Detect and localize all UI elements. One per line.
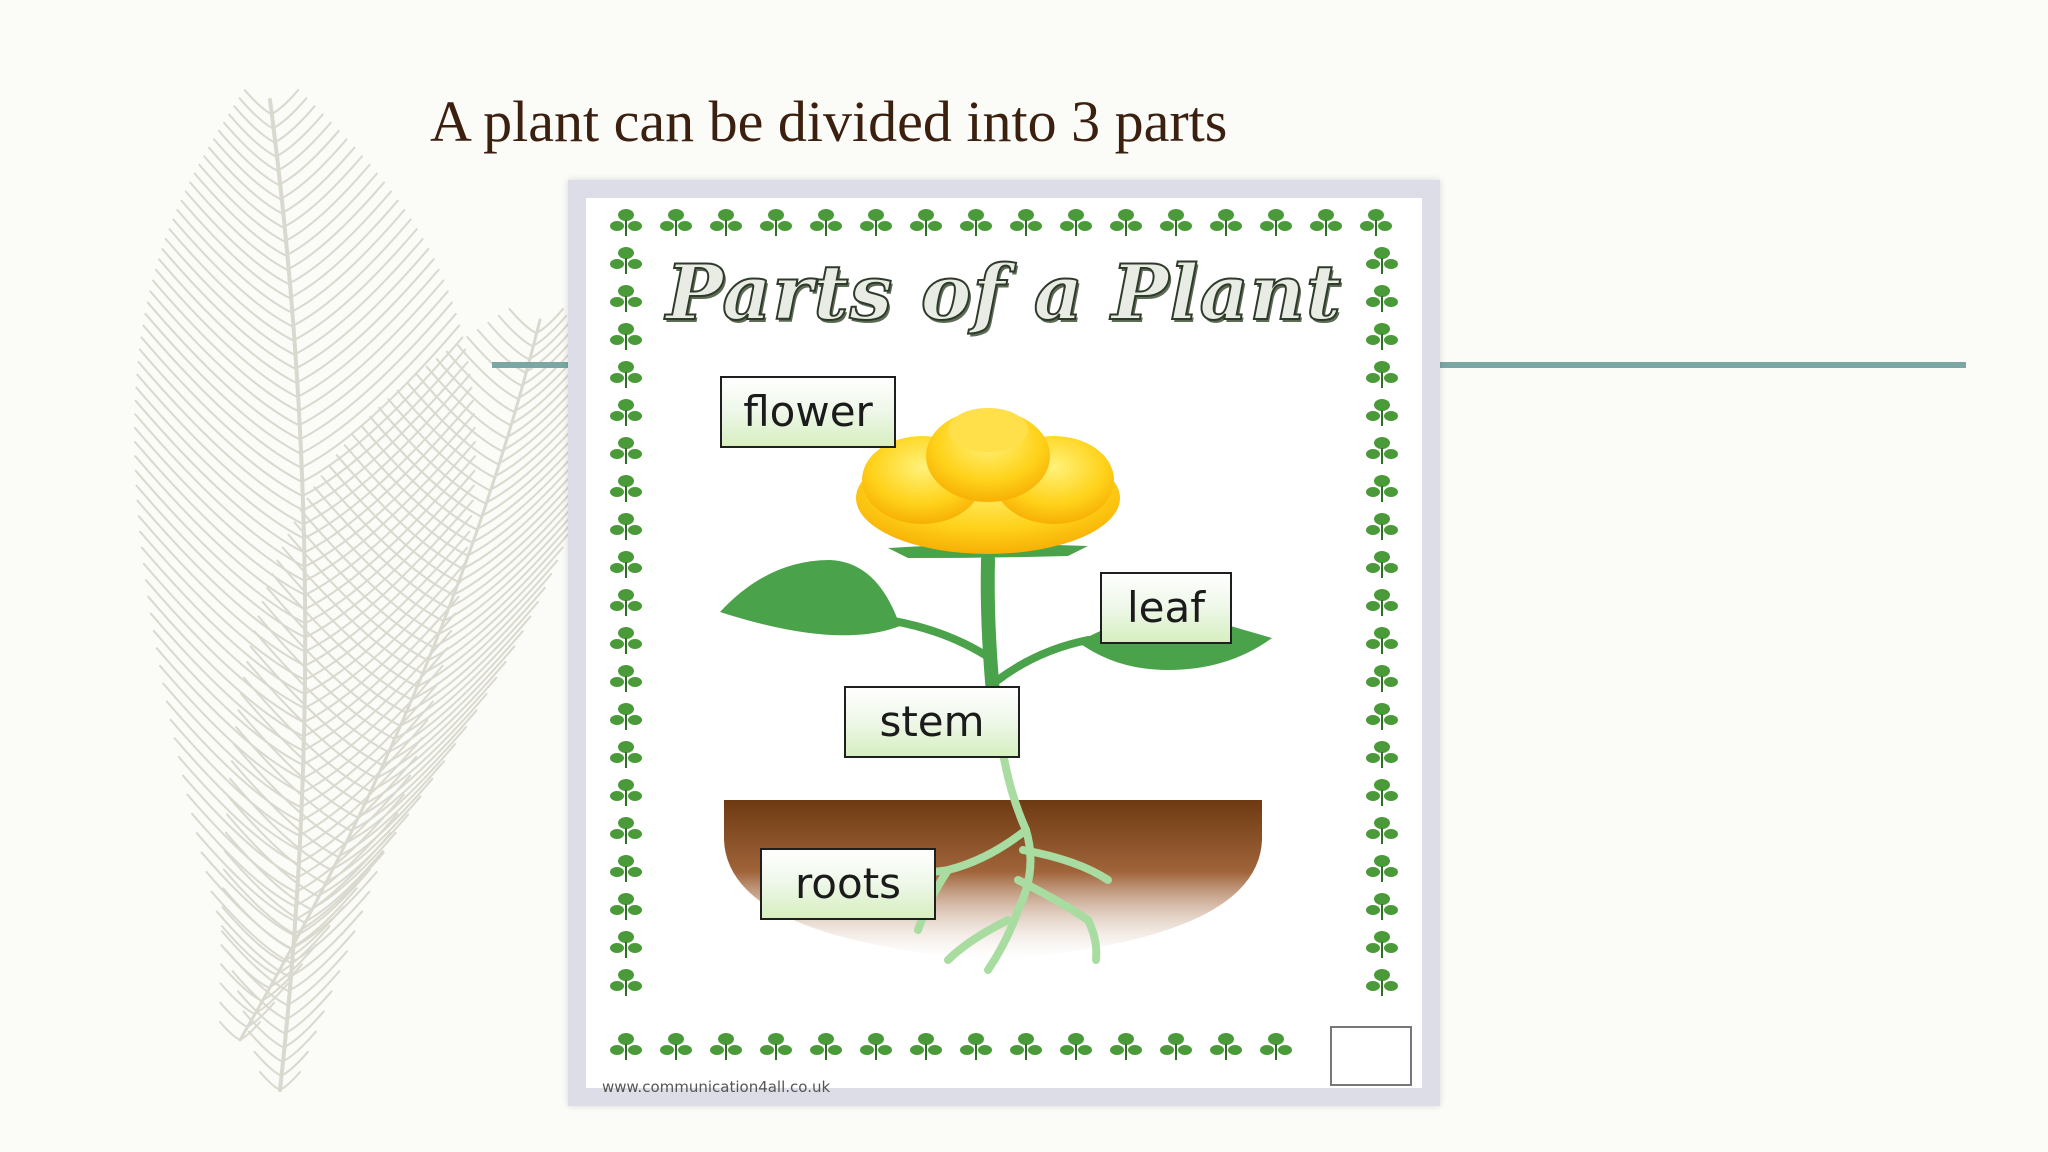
leaf-left-shape bbox=[720, 560, 900, 636]
border-leaf-icon bbox=[810, 1033, 842, 1060]
border-leaf-icon bbox=[1310, 209, 1342, 236]
border-leaf-icon bbox=[1010, 1033, 1042, 1060]
border-leaf-icon bbox=[1366, 399, 1398, 426]
slide-title: A plant can be divided into 3 parts bbox=[430, 89, 1228, 154]
border-leaf-icon bbox=[610, 779, 642, 806]
border-leaf-icon bbox=[610, 627, 642, 654]
border-leaf-icon bbox=[610, 323, 642, 350]
border-leaf-icon bbox=[1010, 209, 1042, 236]
border-leaf-icon bbox=[1366, 247, 1398, 274]
leaf-border-icon bbox=[610, 209, 1398, 1060]
accent-rule-right bbox=[1438, 362, 1966, 368]
label-flower: flower bbox=[720, 376, 896, 448]
border-leaf-icon bbox=[610, 437, 642, 464]
border-leaf-icon bbox=[910, 209, 942, 236]
border-leaf-icon bbox=[610, 817, 642, 844]
border-leaf-icon bbox=[1366, 779, 1398, 806]
label-stem: stem bbox=[844, 686, 1020, 758]
border-leaf-icon bbox=[610, 209, 642, 236]
border-leaf-icon bbox=[1060, 209, 1092, 236]
border-leaf-icon bbox=[1060, 1033, 1092, 1060]
border-leaf-icon bbox=[610, 931, 642, 958]
border-leaf-icon bbox=[610, 969, 642, 996]
border-leaf-icon bbox=[610, 893, 642, 920]
border-leaf-icon bbox=[710, 1033, 742, 1060]
border-leaf-icon bbox=[760, 209, 792, 236]
border-leaf-icon bbox=[1366, 513, 1398, 540]
border-leaf-icon bbox=[1366, 285, 1398, 312]
border-leaf-icon bbox=[1366, 475, 1398, 502]
parts-of-plant-poster: Parts of a Plant flower leaf stem roots … bbox=[568, 180, 1440, 1106]
border-leaf-icon bbox=[1160, 209, 1192, 236]
border-leaf-icon bbox=[1366, 589, 1398, 616]
border-leaf-icon bbox=[1260, 1033, 1292, 1060]
border-leaf-icon bbox=[1366, 551, 1398, 578]
border-leaf-icon bbox=[1260, 209, 1292, 236]
label-leaf: leaf bbox=[1100, 572, 1232, 644]
border-leaf-icon bbox=[760, 1033, 792, 1060]
poster-footer-url: www.communication4all.co.uk bbox=[602, 1078, 831, 1096]
border-leaf-icon bbox=[1366, 703, 1398, 730]
border-leaf-icon bbox=[1366, 741, 1398, 768]
label-roots: roots bbox=[760, 848, 936, 920]
border-leaf-icon bbox=[860, 209, 892, 236]
border-leaf-icon bbox=[610, 589, 642, 616]
sun-badge-icon bbox=[1330, 1026, 1412, 1086]
border-leaf-icon bbox=[610, 475, 642, 502]
border-leaf-icon bbox=[1110, 209, 1142, 236]
poster-heading: Parts of a Plant bbox=[665, 247, 1342, 338]
border-leaf-icon bbox=[1366, 817, 1398, 844]
border-leaf-icon bbox=[710, 209, 742, 236]
roots-shape bbox=[894, 736, 1112, 974]
border-leaf-icon bbox=[1160, 1033, 1192, 1060]
border-leaf-icon bbox=[910, 1033, 942, 1060]
border-leaf-icon bbox=[1366, 893, 1398, 920]
border-leaf-icon bbox=[1210, 1033, 1242, 1060]
border-leaf-icon bbox=[1366, 931, 1398, 958]
flower-shape bbox=[856, 408, 1120, 554]
border-leaf-icon bbox=[610, 703, 642, 730]
border-leaf-icon bbox=[960, 1033, 992, 1060]
border-leaf-icon bbox=[610, 665, 642, 692]
soil-shape bbox=[724, 800, 1262, 960]
border-leaf-icon bbox=[1366, 969, 1398, 996]
border-leaf-icon bbox=[960, 209, 992, 236]
feather-decoration-icon bbox=[133, 89, 593, 1092]
border-leaf-icon bbox=[610, 247, 642, 274]
border-leaf-icon bbox=[610, 1033, 642, 1060]
border-leaf-icon bbox=[610, 513, 642, 540]
border-leaf-icon bbox=[610, 285, 642, 312]
border-leaf-icon bbox=[610, 855, 642, 882]
border-leaf-icon bbox=[610, 399, 642, 426]
border-leaf-icon bbox=[1366, 323, 1398, 350]
border-leaf-icon bbox=[610, 551, 642, 578]
border-leaf-icon bbox=[610, 361, 642, 388]
border-leaf-icon bbox=[1366, 665, 1398, 692]
border-leaf-icon bbox=[1360, 209, 1392, 236]
border-leaf-icon bbox=[1110, 1033, 1142, 1060]
border-leaf-icon bbox=[610, 741, 642, 768]
border-leaf-icon bbox=[860, 1033, 892, 1060]
border-leaf-icon bbox=[1210, 209, 1242, 236]
border-leaf-icon bbox=[660, 209, 692, 236]
accent-rule-left bbox=[492, 362, 572, 368]
border-leaf-icon bbox=[660, 1033, 692, 1060]
border-leaf-icon bbox=[1366, 437, 1398, 464]
border-leaf-icon bbox=[1366, 627, 1398, 654]
border-leaf-icon bbox=[1366, 361, 1398, 388]
border-leaf-icon bbox=[1366, 855, 1398, 882]
border-leaf-icon bbox=[810, 209, 842, 236]
